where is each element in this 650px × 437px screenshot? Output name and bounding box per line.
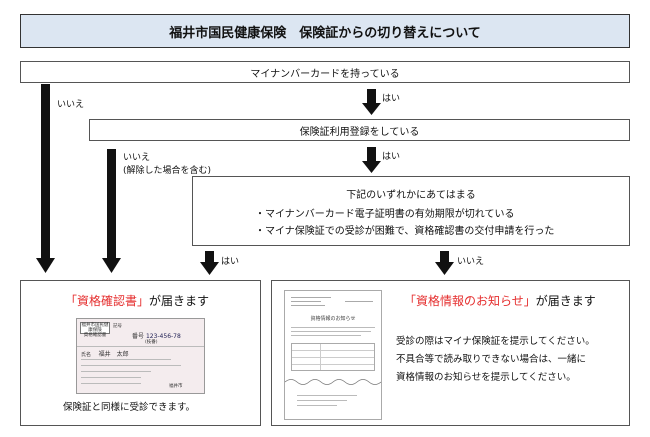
arrow-no-1-shaft [41,84,50,258]
arrow-yes-3-shaft [205,251,214,263]
sample-notice-document-image: 資格情報のお知らせ [284,290,382,420]
arrow-yes-1-head [362,103,381,115]
condition-box-exceptions: 下記のいずれかにあてはまる ・マイナンバーカード電子証明書の有効期限が切れている… [192,176,630,246]
sample-card-name: 福井 太郎 [98,351,129,358]
sample-certificate-image: 福井市国民健康保険 資格確認書 記号 番号 123-456-78 (枝番) 氏名… [76,318,205,394]
arrow-no-3-shaft [440,251,449,263]
sample-card-number: 123-456-78 [145,333,181,340]
label-no-2-note: (解除した場合を含む) [123,166,212,176]
label-no-3: いいえ [457,257,485,267]
result-right-title: 「資格情報のお知らせ」が届きます [404,292,596,309]
result-right-title-mark: 「資格情報のお知らせ」 [404,294,536,308]
arrow-yes-2-head [362,161,381,173]
label-no-1: いいえ [57,100,85,110]
result-right-line-1: 受診の際はマイナ保険証を提示してください。 [396,336,595,347]
sample-card-label-symbol: 記号 [113,324,122,329]
result-right-line-3: 資格情報のお知らせを提示してください。 [396,372,576,383]
sample-card-label-name: 氏名 [81,352,92,358]
condition-text-1: マイナンバーカードを持っている [250,68,400,80]
condition-item-requested-certificate: ・マイナ保険証での受診が困難で、資格確認書の交付申請を行った [255,226,555,237]
sample-card-branch: (枝番) [145,340,158,345]
page-title-text: 福井市国民健康保険 保険証からの切り替えについて [169,25,481,41]
tear-line-icon [285,379,381,385]
condition-box-has-mynumber-card: マイナンバーカードを持っている [20,61,630,83]
result-left-title-rest: が届きます [149,294,210,308]
result-card-certificate: 「資格確認書」が届きます 福井市国民健康保険 資格確認書 記号 番号 123-4… [20,280,261,426]
result-right-line-2: 不具合等で読み取りできない場合は、一緒に [396,354,587,365]
label-yes-1: はい [382,94,401,104]
label-yes-2: はい [382,152,401,162]
arrow-no-3-head [435,262,454,275]
condition-text-3-heading: 下記のいずれかにあてはまる [346,190,476,201]
condition-item-expired-certificate: ・マイナンバーカード電子証明書の有効期限が切れている [255,209,515,220]
arrow-no-1-head [36,258,55,273]
condition-text-2: 保険証利用登録をしている [299,126,420,138]
arrow-yes-3-head [200,262,219,275]
arrow-no-2-shaft [107,149,116,258]
result-left-note: 保険証と同様に受診できます。 [63,402,196,413]
sample-card-issuer: 福井市 [169,384,183,389]
sample-notice-title: 資格情報のお知らせ [310,316,356,322]
sample-card-header1: 福井市国民健康保険 [81,323,109,333]
result-right-title-rest: が届きます [535,294,596,308]
label-yes-3: はい [221,257,240,267]
result-left-title-mark: 「資格確認書」 [65,294,150,308]
arrow-no-2-head [102,258,121,273]
label-no-2: いいえ [123,153,151,163]
result-left-title: 「資格確認書」が届きます [65,292,209,309]
condition-box-insurance-registration: 保険証利用登録をしている [89,119,630,141]
result-card-notice: 資格情報のお知らせ 「資格情報のお知らせ」が届きます 受診の際はマイナ保険証を提… [271,280,630,426]
sample-card-label-number: 番号 [132,333,145,340]
arrow-yes-2-shaft [367,147,376,161]
sample-card-header2: 資格確認書 [83,333,107,338]
page-title: 福井市国民健康保険 保険証からの切り替えについて [20,14,630,48]
arrow-yes-1-shaft [367,89,376,103]
